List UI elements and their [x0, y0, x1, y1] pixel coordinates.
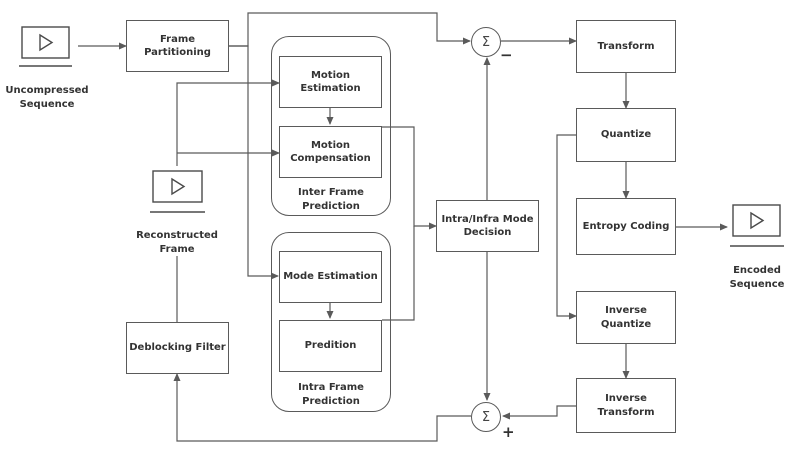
inter-frame-prediction-group: [271, 36, 391, 216]
reconstructed-frame-label: Reconstructed Frame: [120, 229, 234, 256]
plus-sign: +: [502, 423, 515, 441]
transform-box: Transform: [576, 20, 676, 73]
sigma-icon: Σ: [471, 27, 501, 57]
intra-frame-prediction-label: Intra Frame Prediction: [298, 382, 364, 407]
entropy-coding-box: Entropy Coding: [576, 198, 676, 255]
mode-estimation-box: Mode Estimation: [279, 251, 382, 303]
play-screen-icon: [150, 170, 205, 213]
edge-inverse-transform-to-sum: [502, 405, 576, 420]
edge-intra-to-decision: [382, 226, 415, 321]
play-screen-icon: [19, 26, 72, 67]
frame-partitioning-box: Frame Partitioning: [126, 20, 229, 72]
sigma-icon: Σ: [471, 402, 501, 432]
motion-estimation-box: Motion Estimation: [279, 56, 382, 108]
inverse-transform-box: Inverse Transform: [576, 378, 676, 433]
edge-quantize-to-inverse-quantize: [556, 134, 577, 320]
edge-partitioning-to-mode-estimation: [229, 45, 279, 280]
predition-box: Predition: [279, 320, 382, 372]
mode-decision-box: Intra/Infra Mode Decision: [436, 200, 539, 252]
uncompressed-sequence-label: Uncompressed Sequence: [5, 85, 89, 110]
motion-compensation-box: Motion Compensation: [279, 126, 382, 178]
edge-reconstructed-to-motion-estimation: [176, 79, 280, 166]
encoded-sequence-label: Encoded Sequence: [729, 265, 785, 290]
minus-sign: −: [500, 46, 513, 64]
inverse-quantize-box: Inverse Quantize: [576, 291, 676, 344]
deblocking-filter-box: Deblocking Filter: [126, 322, 229, 374]
edge-inter-to-decision: [382, 126, 437, 230]
play-screen-icon: [730, 204, 784, 247]
inter-frame-prediction-label: Inter Frame Prediction: [298, 187, 364, 212]
edge-sum-to-deblocking: [173, 373, 471, 442]
intra-frame-prediction-group: [271, 232, 391, 412]
quantize-box: Quantize: [576, 108, 676, 162]
